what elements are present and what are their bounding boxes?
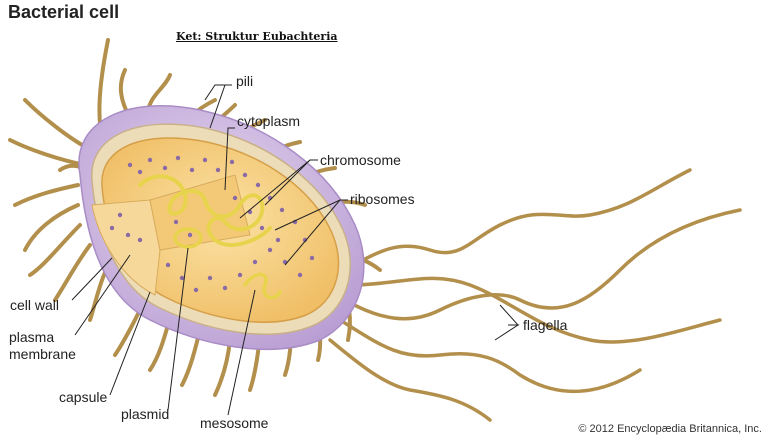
label-capsule: capsule (59, 389, 108, 405)
flagella (328, 168, 742, 422)
plasmid (173, 227, 203, 249)
leader-lines (71, 84, 520, 416)
label-pili: pili (236, 73, 254, 89)
label-ribosomes: ribosomes (350, 191, 415, 207)
label-plasma-membrane-line2: membrane (9, 346, 76, 362)
ribosomes (109, 155, 315, 293)
diagram-subtitle: Ket: Struktur Eubachteria (176, 30, 338, 43)
label-plasma-membrane: plasma membrane (9, 329, 76, 363)
label-plasmid: plasmid (121, 406, 170, 422)
copyright-notice: © 2012 Encyclopædia Britannica, Inc. (578, 423, 762, 435)
label-cytoplasm: cytoplasm (237, 113, 301, 129)
page-title: Bacterial cell (8, 2, 120, 22)
label-cell-wall: cell wall (10, 297, 60, 313)
mesosome (243, 272, 282, 300)
label-mesosome: mesosome (200, 415, 269, 431)
label-plasma-membrane-line1: plasma (9, 329, 55, 345)
label-chromosome: chromosome (320, 152, 401, 168)
label-flagella: flagella (523, 317, 568, 333)
chromosome (138, 174, 272, 247)
cutaway-panel (91, 199, 161, 296)
